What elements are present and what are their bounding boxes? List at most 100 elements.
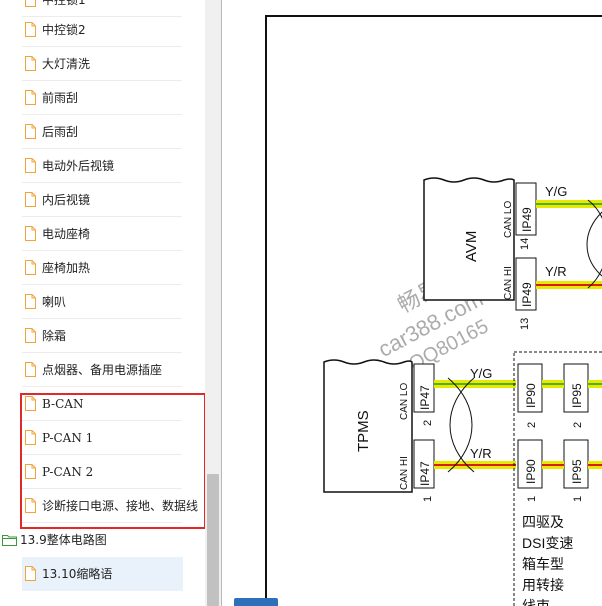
tpms-wire-hi-color: Y/R <box>470 446 492 461</box>
tree-item-label: 座椅加热 <box>42 261 91 275</box>
divider <box>22 216 182 217</box>
harness-note-1: 四驱及 <box>522 514 564 530</box>
tree-item-label: 13.10缩略语 <box>42 567 113 581</box>
harness-conn-b-bottom-num: 1 <box>572 496 584 502</box>
document-icon <box>25 498 36 513</box>
tree-item-label: P-CAN 1 <box>42 431 94 445</box>
harness-note-5: 线束 <box>522 598 550 606</box>
tpms-wire-lo-color: Y/G <box>470 366 492 381</box>
diagram-border <box>265 15 602 606</box>
document-icon <box>25 396 36 411</box>
tree-item[interactable]: 电动座椅 <box>0 217 206 251</box>
tree-item[interactable]: P-CAN 1 <box>0 421 206 455</box>
tree-item[interactable]: 后雨刮 <box>0 115 206 149</box>
avm-name: AVM <box>463 231 480 262</box>
tree-item-label: 中控锁2 <box>42 23 86 37</box>
tree-item[interactable]: 内后视镜 <box>0 183 206 217</box>
adapter-harness: IP90 2 IP95 2 IP90 1 IP95 1 四驱及 DSI变速 箱车… <box>513 351 602 606</box>
tree-item-label: 中控锁1 <box>42 0 86 7</box>
divider <box>22 80 182 81</box>
tree-item-label: 大灯清洗 <box>42 57 91 71</box>
tpms-module: TPMS CAN LO CAN HI 2 1 IP47 IP47 Y/G Y/R <box>323 359 516 502</box>
tree-item[interactable]: B-CAN <box>0 387 206 421</box>
tree-item-central-lock-1[interactable]: 中控锁1 <box>0 0 206 17</box>
tree-item[interactable]: 座椅加热 <box>0 251 206 285</box>
divider <box>22 454 182 455</box>
tpms-pin-lo-label: CAN LO <box>399 383 410 420</box>
tree-item-label: 喇叭 <box>42 295 67 309</box>
chapter-tree: 中控锁1 中控锁2 大灯清洗前雨刮后雨刮电动外后视镜内后视镜电动座椅座椅加热喇叭除… <box>0 0 206 606</box>
document-icon <box>25 464 36 479</box>
harness-conn-a-bottom: IP90 <box>524 459 538 484</box>
document-icon <box>25 294 36 309</box>
tree-item-label: 点烟器、备用电源插座 <box>42 363 163 377</box>
tree-item[interactable]: 喇叭 <box>0 285 206 319</box>
document-icon <box>25 226 36 241</box>
wiring-diagram: 畅易 car388.com QQ80165 AVM CAN LO CAN HI … <box>265 15 602 606</box>
folder-icon <box>2 535 17 546</box>
tree-folder-overall-circuit[interactable]: 13.9整体电路图 <box>0 523 206 557</box>
tree-item-abbreviations[interactable]: 13.10缩略语 <box>22 557 183 591</box>
tree-item[interactable]: 前雨刮 <box>0 81 206 115</box>
document-icon <box>25 0 36 7</box>
tree-item[interactable]: P-CAN 2 <box>0 455 206 489</box>
harness-conn-a-top: IP90 <box>524 383 538 408</box>
tree-item-label: 前雨刮 <box>42 91 79 105</box>
tree-item-label: 后雨刮 <box>42 125 79 139</box>
pane-divider[interactable] <box>221 0 222 606</box>
tree-item[interactable]: 中控锁2 <box>0 13 206 47</box>
divider <box>22 16 182 17</box>
tree-item[interactable]: 电动外后视镜 <box>0 149 206 183</box>
divider <box>22 182 182 183</box>
tree-item[interactable]: 诊断接口电源、接地、数据线 <box>0 489 206 523</box>
document-icon <box>25 430 36 445</box>
divider <box>22 46 182 47</box>
harness-conn-b-top-num: 2 <box>572 422 584 428</box>
page-navigation-tab[interactable] <box>234 598 278 606</box>
tpms-name: TPMS <box>355 410 372 452</box>
avm-pin-lo-number: 14 <box>519 238 531 250</box>
harness-conn-a-bottom-num: 1 <box>526 496 538 502</box>
sidebar-scroll-thumb[interactable] <box>207 474 219 606</box>
document-icon <box>25 124 36 139</box>
avm-connector-hi: IP49 <box>520 282 534 307</box>
document-icon <box>25 90 36 105</box>
document-icon <box>25 56 36 71</box>
harness-conn-a-top-num: 2 <box>526 422 538 428</box>
folder-label: 13.9整体电路图 <box>20 533 107 547</box>
tree-item-label: P-CAN 2 <box>42 465 94 479</box>
harness-note-3: 箱车型 <box>522 556 564 572</box>
harness-note-2: DSI变速 <box>522 535 573 551</box>
avm-pin-hi-number: 13 <box>519 318 531 330</box>
document-icon <box>25 158 36 173</box>
divider <box>22 148 182 149</box>
tree-item[interactable]: 点烟器、备用电源插座 <box>0 353 206 387</box>
avm-pin-lo-label: CAN LO <box>503 201 514 238</box>
tree-item-label: 内后视镜 <box>42 193 91 207</box>
document-icon <box>25 328 36 343</box>
tpms-pin-lo-number: 2 <box>422 420 434 426</box>
tree-item-label: 电动座椅 <box>42 227 91 241</box>
divider <box>22 522 182 523</box>
divider <box>22 318 182 319</box>
tpms-pin-hi-label: CAN HI <box>399 456 410 490</box>
tpms-pin-hi-number: 1 <box>422 496 434 502</box>
document-icon <box>25 260 36 275</box>
avm-pin-hi-label: CAN HI <box>503 266 514 300</box>
harness-conn-b-top: IP95 <box>570 383 584 408</box>
diagram-viewer: 畅易 car388.com QQ80165 AVM CAN LO CAN HI … <box>222 0 602 606</box>
tree-item[interactable]: 大灯清洗 <box>0 47 206 81</box>
divider <box>22 352 182 353</box>
tree-item[interactable]: 除霜 <box>0 319 206 353</box>
harness-note-4: 用转接 <box>522 577 564 593</box>
divider <box>22 386 182 387</box>
avm-wire-lo-color: Y/G <box>545 184 567 199</box>
divider <box>22 114 182 115</box>
tree-item-label: 除霜 <box>42 329 67 343</box>
avm-connector-lo: IP49 <box>520 207 534 232</box>
avm-wire-hi-color: Y/R <box>545 264 567 279</box>
document-icon <box>25 192 36 207</box>
document-icon <box>25 566 36 581</box>
tree-item-label: B-CAN <box>42 397 84 411</box>
sidebar-scrollbar[interactable] <box>205 0 221 606</box>
